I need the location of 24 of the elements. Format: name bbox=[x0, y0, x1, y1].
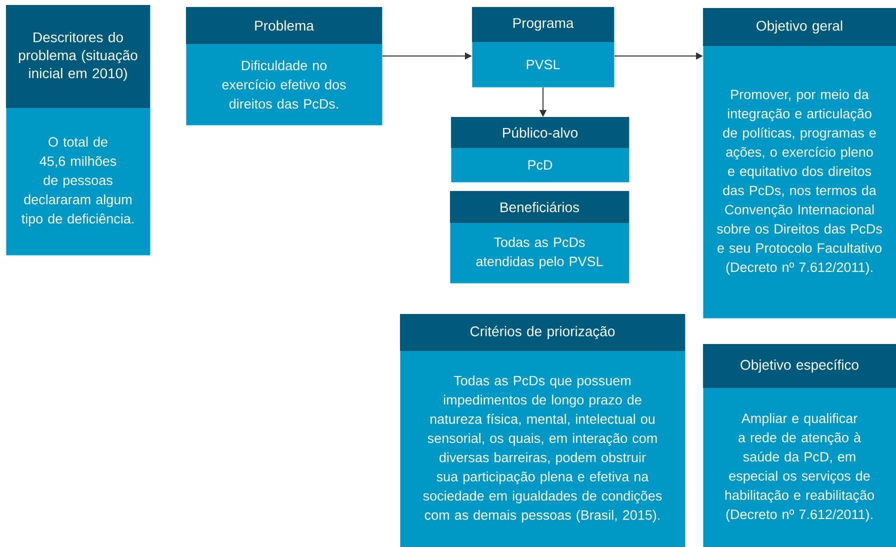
card-header: Descritores do problema (situação inicial em 2010) bbox=[6, 5, 150, 108]
info-card bbox=[703, 344, 896, 547]
card-header: Beneficiários bbox=[450, 191, 629, 223]
info-card bbox=[186, 7, 382, 126]
card-body-text: Promover, por meio da integração e articulação de políticas, programas e ações, o exercício pleno e equitativo dos direitos das PcDs, nos termos da Convenção Internacional sobre os Direitos das PcDs e seu Protocolo Facultativo (Decreto nº 7.612/2011). bbox=[716, 89, 882, 275]
info-card bbox=[6, 5, 150, 256]
info-card bbox=[703, 8, 896, 318]
card-body-text: PcD bbox=[528, 160, 552, 170]
card-body-text: Todas as PcDs que possuem impedimentos de longo prazo de natureza física, mental, intelectual ou sensorial, os quais, em interação com diversas barreiras, podem obstruir sua participação plena e efetiva na sociedade em igualdades de condições com as demais pessoas (Brasil, 2015). bbox=[423, 376, 662, 522]
card-header: Público-alvo bbox=[451, 117, 629, 148]
card-body-text: Dificuldade no exercício efetivo dos direitos das PcDs. bbox=[222, 60, 346, 109]
info-card bbox=[451, 117, 630, 182]
card-header: Critérios de priorização bbox=[400, 314, 685, 351]
card-header: Problema bbox=[186, 7, 382, 44]
card-body-text: Ampliar e qualificar a rede de atenção à saúde da PcD, em especial os serviços de habilitação e reabilitação (Decreto nº 7.612/2011). bbox=[725, 413, 874, 522]
info-card bbox=[472, 7, 614, 88]
card-body-text: PVSL bbox=[526, 60, 560, 70]
info-card bbox=[450, 191, 630, 284]
info-card bbox=[400, 314, 686, 547]
card-header: Programa bbox=[472, 7, 614, 42]
card-body-text: Todas as PcDs atendidas pelo PVSL bbox=[476, 237, 603, 269]
card-body-text: O total de 45,6 milhões de pessoas declararam algum tipo de deficiência. bbox=[22, 136, 134, 226]
card-header: Objetivo específico bbox=[703, 344, 896, 388]
card-header: Objetivo geral bbox=[703, 8, 896, 46]
